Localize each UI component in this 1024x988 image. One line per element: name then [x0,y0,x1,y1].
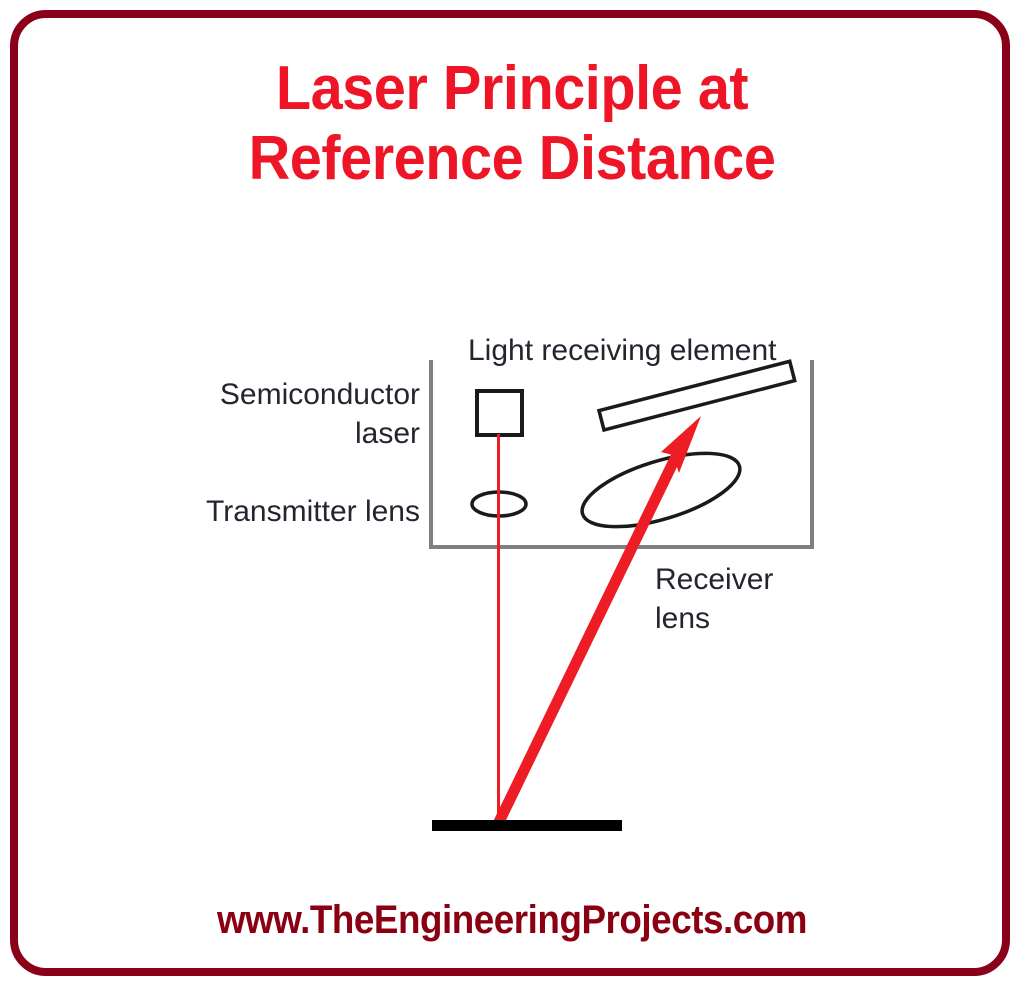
label-semiconductor-laser-line2: laser [355,417,420,450]
label-receiver-lens-line1: Receiver [655,563,773,596]
label-transmitter-lens: Transmitter lens [206,495,420,528]
reflected-beam-arrow [493,416,701,827]
label-receiver-lens-line2: lens [655,602,710,635]
receiver-lens-ellipse [580,451,742,529]
label-semiconductor-laser-line1: Semiconductor [220,378,420,411]
page-title: Laser Principle at Reference Distance [248,54,776,193]
sensor-housing [429,360,814,549]
label-light-receiving-element: Light receiving element [468,334,777,367]
site-watermark: www.TheEngineeringProjects.com [216,898,808,942]
light-receiving-element-bar [596,359,797,433]
semiconductor-laser-square [475,389,524,437]
target-surface-bar [432,820,622,831]
